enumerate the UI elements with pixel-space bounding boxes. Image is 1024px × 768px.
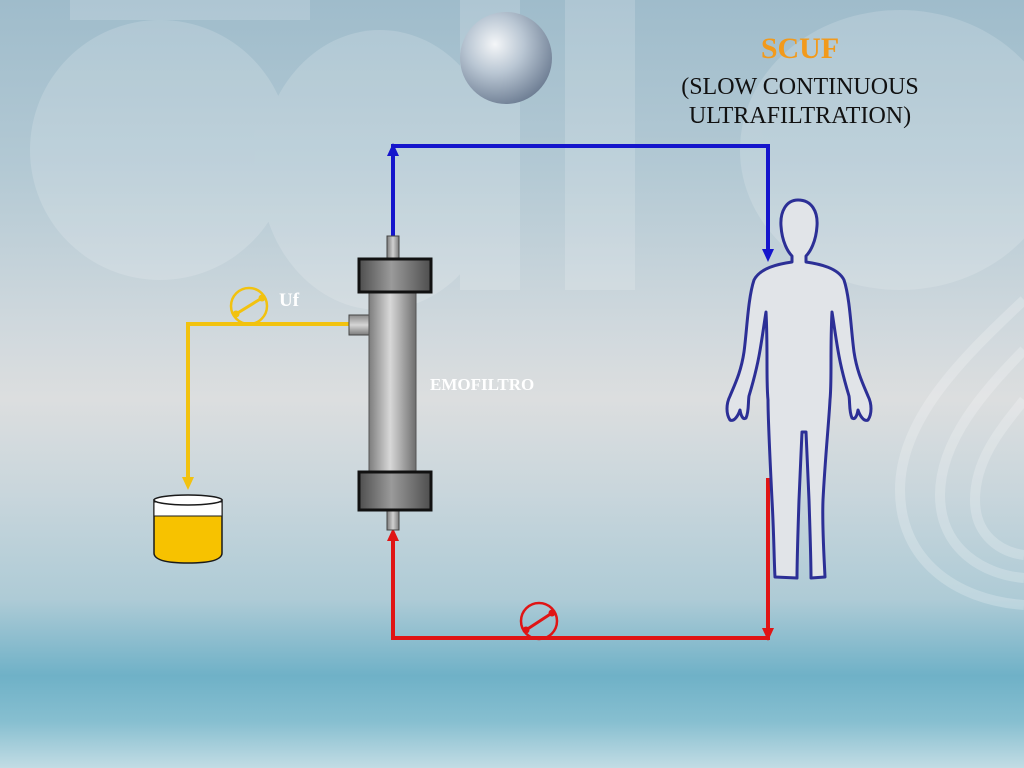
- page-title: SCUF: [760, 32, 840, 65]
- subtitle-line-1: (SLOW CONTINUOUS: [681, 74, 919, 100]
- arrowhead-up-icon: [387, 143, 399, 156]
- pump-label: Uf: [279, 290, 300, 311]
- collection-container-icon: [153, 494, 223, 564]
- human-body-icon: [725, 198, 873, 580]
- arrowhead-down-icon: [182, 477, 194, 490]
- sphere-icon: [460, 12, 552, 104]
- filter-label: EMOFILTRO: [430, 375, 535, 394]
- drop-watermark: [894, 296, 1024, 610]
- subtitle-line-2: ULTRAFILTRATION): [688, 103, 912, 129]
- ultrafiltrate-line: [182, 322, 350, 490]
- roller-pump-icon: [519, 601, 559, 641]
- arterial-line: [387, 478, 774, 641]
- roller-pump-icon: [229, 286, 269, 326]
- venous-line: [387, 143, 774, 262]
- arrowhead-down-icon: [762, 628, 774, 641]
- arrowhead-down-icon: [762, 249, 774, 262]
- arrowhead-up-icon: [387, 528, 399, 541]
- filter-cartridge-icon: [348, 235, 433, 531]
